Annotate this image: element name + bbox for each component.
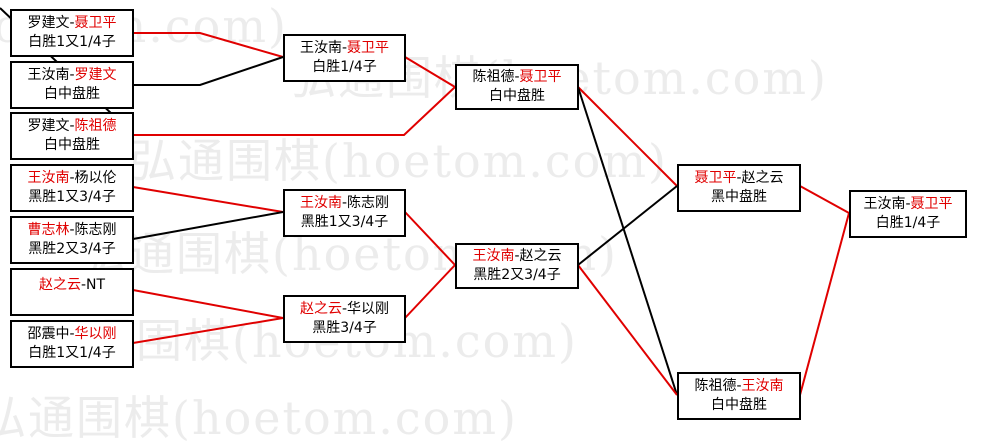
player-left: 王汝南 bbox=[299, 40, 342, 56]
match-players: 王汝南-杨以伦 bbox=[27, 170, 117, 186]
match-result: 白胜1又1/4子 bbox=[28, 34, 116, 50]
match-result: 黑胜2又3/4子 bbox=[28, 241, 116, 257]
match-players: 王汝南-陈志刚 bbox=[299, 195, 390, 211]
match-box-r1-2: 王汝南-罗建文 白中盘胜 bbox=[10, 61, 134, 109]
match-players: 陈祖德-王汝南 bbox=[694, 378, 784, 394]
match-players: 曹志林-陈志刚 bbox=[27, 222, 117, 238]
match-players: 王汝南-罗建文 bbox=[27, 67, 117, 83]
bracket-line bbox=[799, 185, 850, 214]
match-result: 白中盘胜 bbox=[711, 397, 767, 413]
bracket-line bbox=[404, 56, 456, 88]
player-left: 王汝南 bbox=[27, 67, 70, 83]
match-players: 王汝南-聂卫平 bbox=[863, 196, 953, 212]
match-result: 白中盘胜 bbox=[489, 88, 545, 104]
match-box-r1-1: 罗建文-聂卫平 白胜1又1/4子 bbox=[10, 9, 134, 57]
player-left: 曹志林 bbox=[27, 222, 70, 238]
match-result: 白胜1/4子 bbox=[312, 59, 377, 75]
player-left: 王汝南 bbox=[863, 196, 906, 212]
player-left: 陈祖德 bbox=[472, 69, 515, 85]
bracket-line bbox=[577, 264, 678, 396]
player-right: 杨以伦 bbox=[74, 170, 117, 186]
match-result: 白胜1/4子 bbox=[875, 215, 941, 231]
player-left: 赵之云 bbox=[299, 301, 342, 317]
match-box-r1-5: 曹志林-陈志刚 黑胜2又3/4子 bbox=[10, 216, 134, 264]
bracket-line bbox=[132, 289, 284, 319]
match-box-r2-2: 王汝南-陈志刚 黑胜1又3/4子 bbox=[283, 189, 406, 237]
player-right: 陈志刚 bbox=[74, 222, 117, 238]
bracket-line bbox=[133, 56, 284, 86]
match-box-r3-2: 王汝南-赵之云 黑胜2又3/4子 bbox=[455, 243, 579, 289]
bracket-line bbox=[132, 186, 284, 213]
player-right: NT bbox=[86, 277, 106, 293]
player-left: 王汝南 bbox=[472, 248, 515, 264]
match-result: 黑中盘胜 bbox=[711, 189, 767, 205]
match-result: 黑胜3/4子 bbox=[312, 320, 377, 336]
player-left: 王汝南 bbox=[27, 170, 70, 186]
bracket-line bbox=[577, 185, 678, 266]
match-box-r4-1: 聂卫平-赵之云 黑中盘胜 bbox=[677, 164, 801, 212]
bracket-line bbox=[132, 317, 284, 344]
match-players: 罗建文-聂卫平 bbox=[27, 15, 117, 31]
player-right: 陈志刚 bbox=[347, 195, 390, 211]
player-left: 王汝南 bbox=[299, 195, 342, 211]
bracket-line bbox=[577, 86, 678, 396]
player-right: 罗建文 bbox=[74, 67, 117, 83]
match-box-r2-3: 赵之云-华以刚 黑胜3/4子 bbox=[283, 295, 406, 343]
player-right: 聂卫平 bbox=[910, 196, 953, 212]
player-right: 聂卫平 bbox=[74, 15, 117, 31]
bracket-line bbox=[577, 86, 678, 187]
match-box-r4-2: 陈祖德-王汝南 白中盘胜 bbox=[677, 372, 801, 420]
player-left: 陈祖德 bbox=[694, 378, 737, 394]
bracket-line bbox=[132, 211, 284, 240]
match-players: 邵震中-华以刚 bbox=[27, 326, 117, 342]
match-result: 黑胜1又3/4子 bbox=[300, 214, 389, 230]
match-box-r1-3: 罗建文-陈祖德 白中盘胜 bbox=[10, 112, 134, 160]
match-result: 黑胜1又3/4子 bbox=[28, 189, 116, 205]
match-result: 白中盘胜 bbox=[44, 137, 100, 153]
match-result: 黑胜2又3/4子 bbox=[473, 267, 561, 283]
player-right: 华以刚 bbox=[74, 326, 117, 342]
match-players: 罗建文-陈祖德 bbox=[27, 118, 117, 134]
match-players: 赵之云-华以刚 bbox=[299, 301, 390, 317]
bracket-line bbox=[404, 264, 456, 319]
match-box-r1-4: 王汝南-杨以伦 黑胜1又3/4子 bbox=[10, 164, 134, 212]
match-players: 王汝南-聂卫平 bbox=[299, 40, 390, 56]
match-box-r2-1: 王汝南-聂卫平 白胜1/4子 bbox=[283, 34, 406, 82]
match-players: 赵之云-NT bbox=[38, 277, 106, 293]
player-left: 邵震中 bbox=[27, 326, 70, 342]
player-right: 王汝南 bbox=[741, 378, 784, 394]
match-box-final: 王汝南-聂卫平 白胜1/4子 bbox=[849, 190, 967, 238]
player-left: 罗建文 bbox=[27, 118, 70, 134]
match-players: 王汝南-赵之云 bbox=[472, 248, 562, 264]
match-box-r3-1: 陈祖德-聂卫平 白中盘胜 bbox=[455, 64, 579, 110]
player-right: 陈祖德 bbox=[74, 118, 117, 134]
match-result: 白中盘胜 bbox=[44, 86, 100, 102]
match-box-r1-7: 邵震中-华以刚 白胜1又1/4子 bbox=[10, 320, 134, 368]
player-left: 罗建文 bbox=[27, 15, 70, 31]
match-box-r1-6: 赵之云-NT bbox=[10, 268, 134, 316]
match-result: 白胜1又1/4子 bbox=[28, 345, 116, 361]
player-left: 赵之云 bbox=[38, 277, 81, 293]
player-left: 聂卫平 bbox=[694, 170, 737, 186]
bracket-line bbox=[799, 212, 850, 396]
player-right: 赵之云 bbox=[741, 170, 784, 186]
player-right: 聂卫平 bbox=[347, 40, 390, 56]
bracket-line bbox=[133, 86, 456, 136]
player-right: 华以刚 bbox=[347, 301, 390, 317]
bracket-line bbox=[133, 32, 284, 58]
bracket-line bbox=[404, 211, 456, 266]
player-right: 聂卫平 bbox=[519, 69, 562, 85]
match-players: 陈祖德-聂卫平 bbox=[472, 69, 562, 85]
match-players: 聂卫平-赵之云 bbox=[694, 170, 784, 186]
player-right: 赵之云 bbox=[519, 248, 562, 264]
